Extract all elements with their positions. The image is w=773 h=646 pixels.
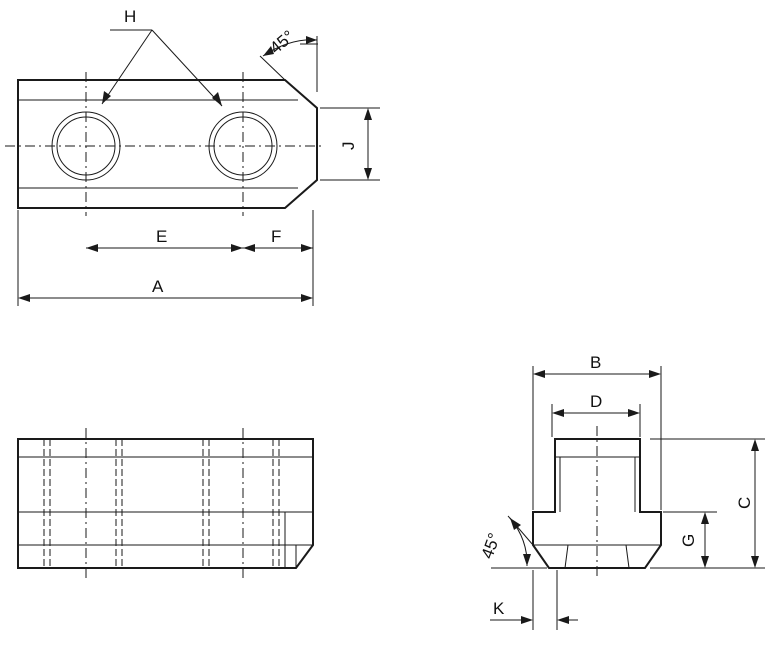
label-k: K <box>493 599 505 618</box>
hidden-lines <box>43 428 280 580</box>
dim-k: K <box>490 570 578 630</box>
label-b: B <box>590 353 601 372</box>
label-j: J <box>339 142 358 151</box>
dim-d: D <box>551 392 641 437</box>
dim-g: G <box>663 511 717 568</box>
dim-b: B <box>532 353 662 510</box>
dim-c: C <box>650 438 765 569</box>
angle-side-callout: 45° <box>478 515 547 569</box>
label-d: D <box>590 392 602 411</box>
dim-a: A <box>17 210 313 306</box>
front-view <box>17 428 314 580</box>
dim-j: J <box>320 107 380 181</box>
label-c: C <box>735 497 754 509</box>
label-a: A <box>152 277 164 296</box>
label-h: H <box>124 7 136 26</box>
label-angle-side: 45° <box>478 531 505 562</box>
h-callout: H <box>101 7 223 107</box>
hole-left <box>51 72 121 216</box>
hole-right <box>208 72 278 216</box>
label-g: G <box>679 534 698 547</box>
side-view: B D C G <box>478 353 765 630</box>
label-e: E <box>156 227 167 246</box>
side-view-outline <box>532 438 662 569</box>
front-view-outline <box>17 438 314 569</box>
dim-e-f: E F <box>86 210 314 306</box>
top-view: H 45° J E <box>5 7 380 306</box>
label-f: F <box>271 227 281 246</box>
